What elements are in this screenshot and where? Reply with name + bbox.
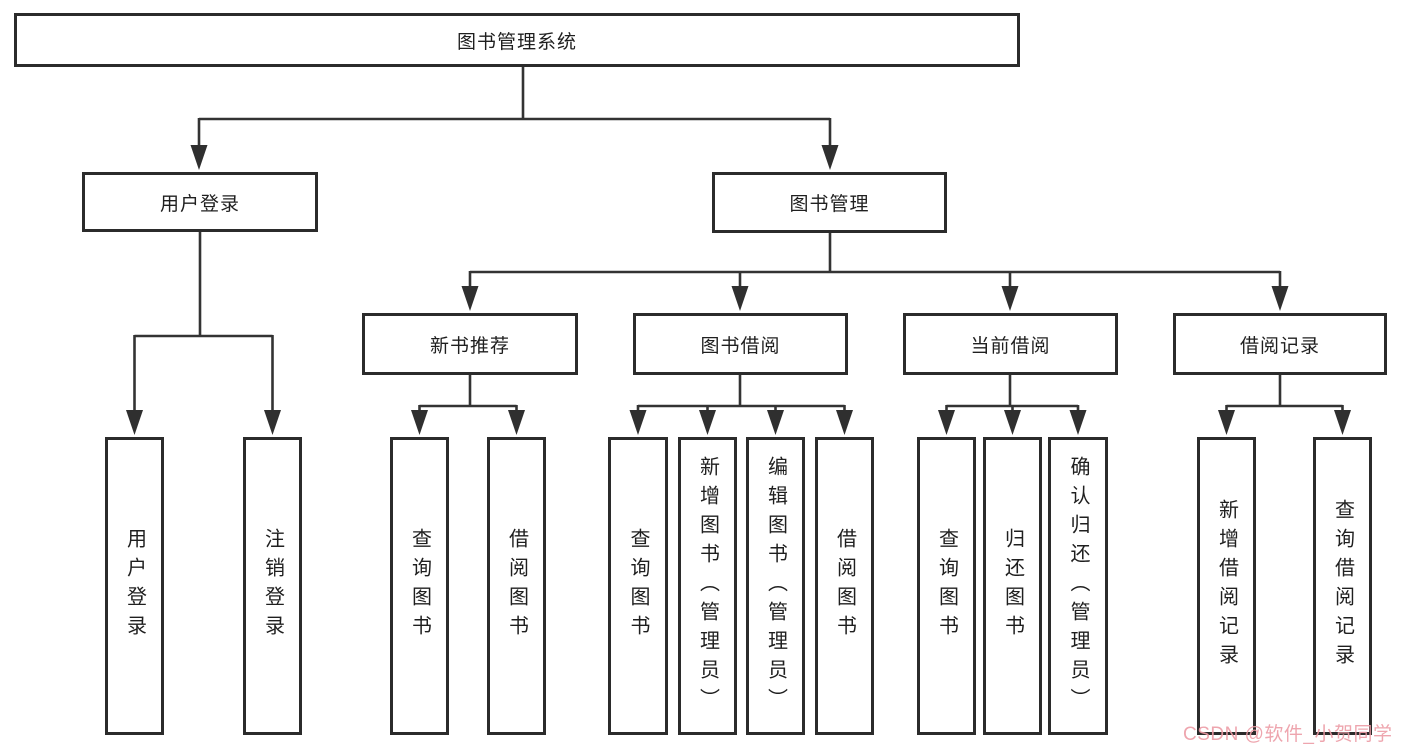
node-root: 图书管理系统 bbox=[14, 13, 1020, 67]
leaf-borrow-books-recommend-label: 借阅图书 bbox=[505, 528, 528, 644]
leaf-user-login: 用户登录 bbox=[105, 437, 164, 735]
leaf-add-books-admin-label: 新增图书（管理员） bbox=[696, 455, 719, 717]
leaf-logout-login: 注销登录 bbox=[243, 437, 302, 735]
leaf-logout-login-label: 注销登录 bbox=[261, 528, 284, 644]
node-borrow-records: 借阅记录 bbox=[1173, 313, 1387, 375]
leaf-borrow-books: 借阅图书 bbox=[815, 437, 874, 735]
node-current-borrow: 当前借阅 bbox=[903, 313, 1118, 375]
node-borrow-records-label: 借阅记录 bbox=[1239, 335, 1320, 357]
leaf-query-books-current: 查询图书 bbox=[917, 437, 976, 735]
node-user-login-label: 用户登录 bbox=[159, 193, 240, 215]
leaf-query-books-borrow: 查询图书 bbox=[608, 437, 668, 735]
node-root-label: 图书管理系统 bbox=[456, 31, 577, 53]
leaf-borrow-books-label: 借阅图书 bbox=[833, 528, 856, 644]
leaf-query-books-recommend-label: 查询图书 bbox=[408, 528, 431, 644]
node-new-book-recommend-label: 新书推荐 bbox=[429, 335, 510, 357]
leaf-confirm-return-admin: 确认归还（管理员） bbox=[1048, 437, 1108, 735]
leaf-query-books-borrow-label: 查询图书 bbox=[627, 528, 649, 644]
node-book-borrow-label: 图书借阅 bbox=[700, 335, 781, 357]
node-new-book-recommend: 新书推荐 bbox=[362, 313, 578, 375]
node-book-borrow: 图书借阅 bbox=[633, 313, 848, 375]
leaf-return-books-label: 归还图书 bbox=[1001, 528, 1024, 644]
leaf-confirm-return-admin-label: 确认归还（管理员） bbox=[1067, 455, 1089, 717]
leaf-query-borrow-record: 查询借阅记录 bbox=[1313, 437, 1372, 735]
leaf-user-login-label: 用户登录 bbox=[123, 528, 146, 644]
node-book-management-label: 图书管理 bbox=[789, 194, 870, 215]
leaf-query-books-current-label: 查询图书 bbox=[935, 528, 958, 644]
node-user-login: 用户登录 bbox=[82, 172, 318, 232]
arrowheads bbox=[126, 145, 1351, 435]
node-book-management: 图书管理 bbox=[712, 172, 947, 233]
node-current-borrow-label: 当前借阅 bbox=[970, 335, 1051, 357]
leaf-edit-books-admin: 编辑图书（管理员） bbox=[746, 437, 805, 735]
leaf-borrow-books-recommend: 借阅图书 bbox=[487, 437, 546, 735]
leaf-query-books-recommend: 查询图书 bbox=[390, 437, 449, 735]
leaf-add-borrow-record: 新增借阅记录 bbox=[1197, 437, 1256, 735]
leaf-add-borrow-record-label: 新增借阅记录 bbox=[1215, 499, 1238, 673]
csdn-watermark: CSDN @软件_小贺同学 bbox=[1183, 724, 1393, 745]
leaf-return-books: 归还图书 bbox=[983, 437, 1042, 735]
leaf-edit-books-admin-label: 编辑图书（管理员） bbox=[764, 455, 787, 717]
leaf-query-borrow-record-label: 查询借阅记录 bbox=[1331, 499, 1354, 673]
leaf-add-books-admin: 新增图书（管理员） bbox=[678, 437, 737, 735]
